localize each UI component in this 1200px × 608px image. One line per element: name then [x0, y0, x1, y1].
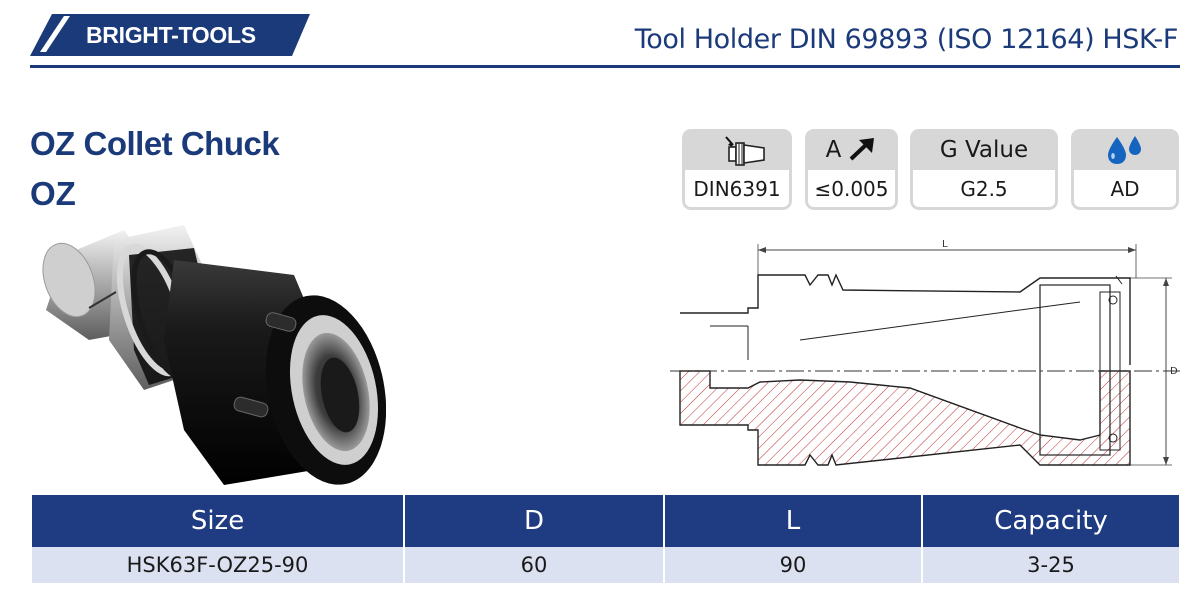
collet-standard-icon [725, 135, 765, 166]
product-subtitle: OZ [30, 175, 76, 212]
spec-label: G Value [939, 136, 1029, 163]
spec-badge-top [682, 129, 792, 170]
cell-capacity: 3-25 [921, 547, 1179, 583]
spec-badge-top: A [805, 129, 898, 170]
spec-badge-g-value: G Value G2.5 [910, 129, 1058, 210]
page-title: Tool Holder DIN 69893 (ISO 12164) HSK-F [634, 24, 1179, 55]
page-header: BRIGHT-TOOLS Tool Holder DIN 69893 (ISO … [0, 0, 1200, 70]
product-photo [42, 225, 386, 485]
column-header-d: D [403, 495, 664, 547]
logo-banner-shape [30, 14, 310, 56]
cell-size: HSK63F-OZ25-90 [32, 547, 404, 583]
table-row[interactable]: HSK63F-OZ25-90 60 90 3-25 [32, 547, 1179, 583]
table-header-row: Size D L Capacity [32, 495, 1179, 547]
spec-badge-coolant: AD [1071, 129, 1179, 210]
spec-label: A [825, 136, 842, 163]
coolant-drops-icon [1108, 135, 1141, 164]
spec-badge-top: G Value [910, 129, 1058, 170]
column-header-l: L [663, 495, 922, 547]
spec-value: G2.5 [913, 170, 1055, 207]
spec-badge-top [1071, 129, 1179, 170]
brand-logo[interactable]: BRIGHT-TOOLS [30, 14, 310, 56]
specification-table: Size D L Capacity HSK63F-OZ25-90 60 90 3… [32, 495, 1179, 583]
technical-drawing: L D [670, 239, 1180, 466]
header-divider [30, 65, 1180, 68]
spec-value: ≤0.005 [808, 170, 895, 207]
spec-value: AD [1074, 170, 1176, 207]
cell-d: 60 [403, 547, 664, 583]
column-header-capacity: Capacity [921, 495, 1179, 547]
cell-l: 90 [663, 547, 922, 583]
runout-arrow-icon [849, 137, 875, 160]
spec-badge-runout: A ≤0.005 [805, 129, 898, 210]
dimension-length-label: L [942, 239, 948, 250]
spec-badge-collet-standard: DIN6391 [682, 129, 792, 210]
spec-value: DIN6391 [685, 170, 789, 207]
product-title: OZ Collet Chuck [30, 125, 280, 162]
logo-text: BRIGHT-TOOLS [86, 22, 256, 48]
column-header-size: Size [32, 495, 404, 547]
